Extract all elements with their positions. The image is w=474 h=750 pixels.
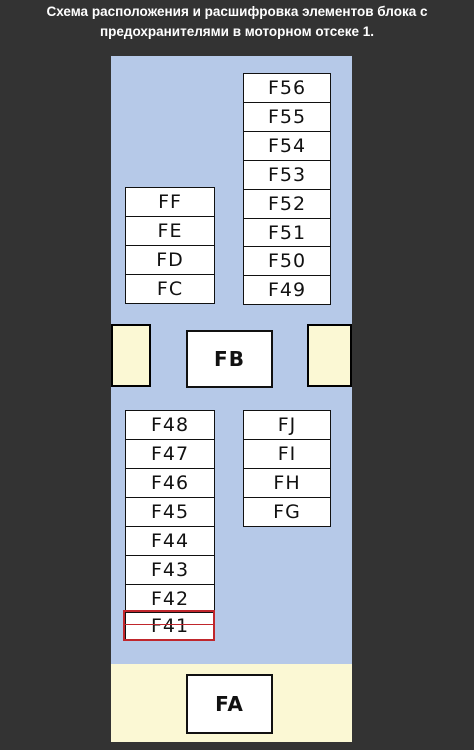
fuse-f52: F52	[243, 189, 331, 219]
fuse-fa: FA	[186, 674, 273, 734]
fuse-f48: F48	[125, 410, 215, 440]
fuse-fe: FE	[125, 216, 215, 246]
fuse-f43: F43	[125, 555, 215, 585]
fuse-f55: F55	[243, 102, 331, 132]
fuse-f54: F54	[243, 131, 331, 161]
fuse-fi: FI	[243, 439, 331, 469]
fuse-f47: F47	[125, 439, 215, 469]
fuse-ff: FF	[125, 187, 215, 217]
fuse-fd: FD	[125, 245, 215, 275]
fuse-f53: F53	[243, 160, 331, 190]
fuse-f44: F44	[125, 526, 215, 556]
fuse-f49: F49	[243, 275, 331, 305]
title-line-1: Схема расположения и расшифровка элемент…	[46, 4, 428, 19]
fuse-f41: F41	[125, 612, 215, 640]
fuse-fc: FC	[125, 274, 215, 304]
fuse-f56: F56	[243, 73, 331, 103]
fuse-f51: F51	[243, 218, 331, 248]
left-side-tab	[111, 324, 151, 387]
fuse-fh: FH	[243, 468, 331, 498]
right-side-tab	[307, 324, 352, 387]
title-line-2: предохранителями в моторном отсеке 1.	[99, 24, 374, 39]
diagram-title: Схема расположения и расшифровка элемент…	[0, 2, 474, 42]
highlighted-fuse-marker	[123, 610, 215, 641]
fuse-f45: F45	[125, 497, 215, 527]
fuse-fj: FJ	[243, 410, 331, 440]
fuse-f50: F50	[243, 246, 331, 276]
fuse-fb: FB	[186, 330, 273, 388]
fuse-f46: F46	[125, 468, 215, 498]
fuse-fg: FG	[243, 497, 331, 527]
